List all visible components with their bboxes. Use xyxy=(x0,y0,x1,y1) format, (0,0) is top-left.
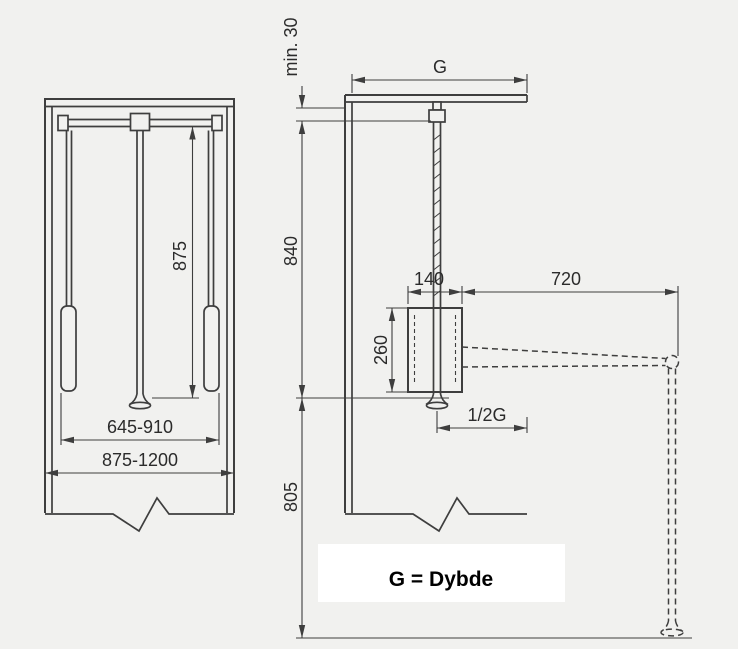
left-arm-plate xyxy=(60,305,77,392)
extended-handle-base-dashed xyxy=(660,628,684,637)
extended-arm-dashed xyxy=(461,364,666,368)
dim-lower-height: 805 xyxy=(281,397,692,639)
right-end-bracket xyxy=(211,114,223,132)
legend: G = Dybde xyxy=(318,544,565,602)
center-bracket xyxy=(129,112,151,132)
handle-base xyxy=(128,401,152,410)
legend-text: G = Dybde xyxy=(389,568,493,591)
dim-G-label: G xyxy=(433,57,447,77)
mount-spacer xyxy=(432,101,442,111)
dim-housing-width-and-reach: 140 720 xyxy=(407,269,679,356)
right-arm-plate xyxy=(203,305,220,392)
rod-hatch-ticks xyxy=(433,134,441,297)
legend-box xyxy=(318,544,565,602)
dim-840-label: 840 xyxy=(281,236,301,266)
dim-depth: G xyxy=(351,57,528,93)
dim-260-label: 260 xyxy=(371,335,391,365)
dim-rod-length: 875 xyxy=(149,125,199,399)
dim-875-label: 875 xyxy=(170,241,190,271)
dim-min-30-label: min. 30 xyxy=(281,17,301,76)
dim-645-910-label: 645-910 xyxy=(107,417,173,437)
front-view xyxy=(44,98,235,533)
dim-housing-height: 260 xyxy=(371,307,408,393)
lift-housing xyxy=(407,307,463,393)
dim-top-clearance: min. 30 xyxy=(281,17,431,122)
mount-bracket xyxy=(428,109,446,123)
left-end-bracket xyxy=(57,114,69,132)
handle-base-side xyxy=(425,401,449,410)
dim-805-label: 805 xyxy=(281,482,301,512)
dim-outer-width: 875-1200 xyxy=(45,450,234,477)
dim-875-1200-label: 875-1200 xyxy=(102,450,178,470)
cabinet-outer-outline xyxy=(44,98,235,513)
pivot-joint-dashed xyxy=(664,354,680,370)
dim-half-G-label: 1/2G xyxy=(467,405,506,425)
extended-arm-dashed xyxy=(461,346,666,360)
dim-half-depth: 1/2G xyxy=(436,405,528,433)
break-line xyxy=(45,496,234,533)
dim-inner-width: 645-910 xyxy=(60,393,220,445)
break-line xyxy=(345,496,527,533)
dim-140-label: 140 xyxy=(414,269,444,289)
side-view xyxy=(344,94,684,637)
dim-720-label: 720 xyxy=(551,269,581,289)
dim-upper-height: 840 xyxy=(281,121,306,398)
